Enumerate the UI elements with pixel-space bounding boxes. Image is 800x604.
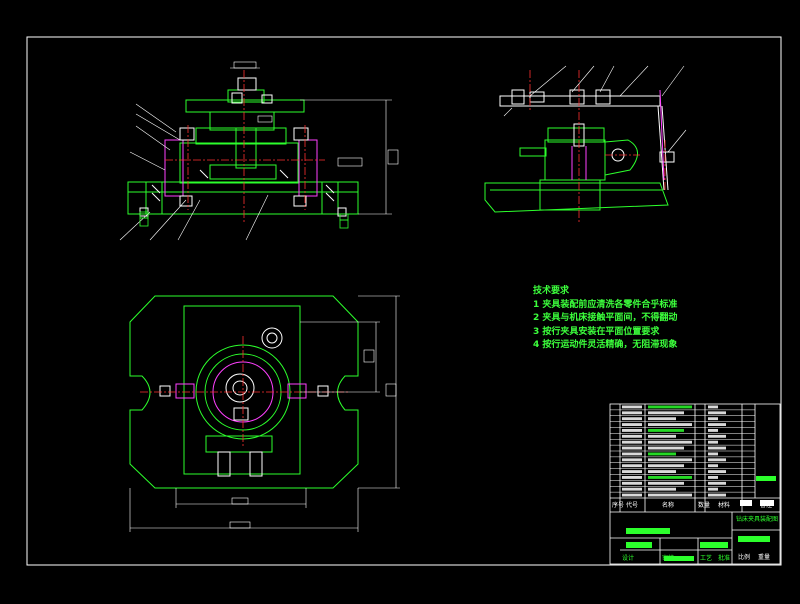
header-cell: 材料 [718,502,731,509]
parts-entry-mark [648,446,684,450]
parts-entry-mark [708,423,726,426]
parts-entry-mark [622,417,642,421]
parts-list-entries [622,405,726,497]
sign-cell: 设计 [622,555,635,562]
parts-entry-mark [648,411,684,415]
parts-entry-mark [708,470,726,473]
parts-entry-mark [708,476,718,479]
parts-entry-mark [648,423,692,426]
parts-entry-mark [622,446,642,450]
parts-entry-mark [622,452,642,456]
side-view [484,127,669,213]
tech-req-item: 1 夹具装配前应清洗各零件合乎标准 [533,299,678,310]
title-block-header-row: 序号 代号 名称 数量 材料 [612,500,732,512]
tech-req-item: 4 按行运动件灵活精确，无阻滞现象 [533,340,678,350]
header-cell: 名称 [662,502,675,509]
parts-entry-mark [708,411,726,415]
sign-cell: 批准 [718,555,731,562]
sheet-cell: 重量 [758,554,771,561]
drawing-name: 钻床夹具装配图 [736,516,778,523]
parts-list-rows [610,409,755,493]
parts-entry-mark [648,452,676,456]
front-view [127,77,359,217]
parts-entry-mark [622,464,642,468]
parts-entry-mark [622,434,642,438]
parts-entry-mark [648,464,684,468]
parts-entry-mark [708,458,726,462]
parts-entry-mark [648,458,692,462]
parts-entry-mark [648,440,692,444]
parts-entry-mark [622,487,642,491]
parts-entry-mark [708,464,718,468]
sheet-cell: 比例 [738,554,751,561]
side-view-centerlines [529,70,666,222]
parts-entry-mark [708,452,718,456]
parts-entry-mark [648,493,692,497]
parts-entry-mark [708,434,726,438]
parts-entry-mark [708,440,718,444]
front-view-dimensions [119,61,399,241]
header-cell: 数量 [698,502,711,509]
parts-entry-mark [648,481,684,485]
parts-entry-mark [622,481,642,485]
tech-req-item: 3 按行夹具安装在平面位置要求 [533,326,660,337]
tech-req-item: 2 夹具与机床接触平面间，不得翻动 [533,313,678,323]
parts-entry-mark [622,405,642,409]
front-view-centerlines [165,70,325,222]
parts-entry-mark [622,429,642,432]
parts-entry-mark [708,481,726,485]
parts-entry-mark [648,476,692,479]
parts-entry-mark [708,405,718,409]
parts-entry-mark [622,458,642,462]
sign-cell: 审核 [662,555,675,562]
parts-entry-mark [622,440,642,444]
drawing-border [26,36,782,566]
parts-entry-mark [708,493,726,497]
header-cell: 序号 [612,502,625,509]
parts-entry-mark [648,470,676,473]
sign-cell: 工艺 [700,555,713,562]
parts-entry-mark [708,487,718,491]
parts-entry-mark [648,417,676,421]
title-block-fills [626,476,776,561]
parts-entry-mark [708,429,718,432]
parts-entry-mark [622,476,642,479]
parts-entry-mark [708,446,726,450]
parts-entry-mark [622,470,642,473]
side-view-leaders [503,65,687,153]
title-block [609,403,781,565]
plan-view-dimensions [129,295,400,532]
technical-requirements: 技术要求 1 夹具装配前应清洗各零件合乎标准 2 夹具与机床接触平面间，不得翻动… [533,285,693,353]
parts-entry-mark [622,493,642,497]
parts-entry-mark [622,423,642,426]
side-view-hardware [571,89,665,181]
parts-entry-mark [648,434,676,438]
parts-entry-mark [648,487,676,491]
header-cell-remark: 备注 [760,502,773,509]
header-cell: 代号 [626,502,639,509]
front-view-markers [139,211,349,229]
tech-req-title: 技术要求 [533,286,570,296]
parts-entry-mark [622,411,642,415]
parts-entry-mark [648,405,692,409]
parts-entry-mark [708,417,718,421]
parts-entry-mark [648,429,684,432]
